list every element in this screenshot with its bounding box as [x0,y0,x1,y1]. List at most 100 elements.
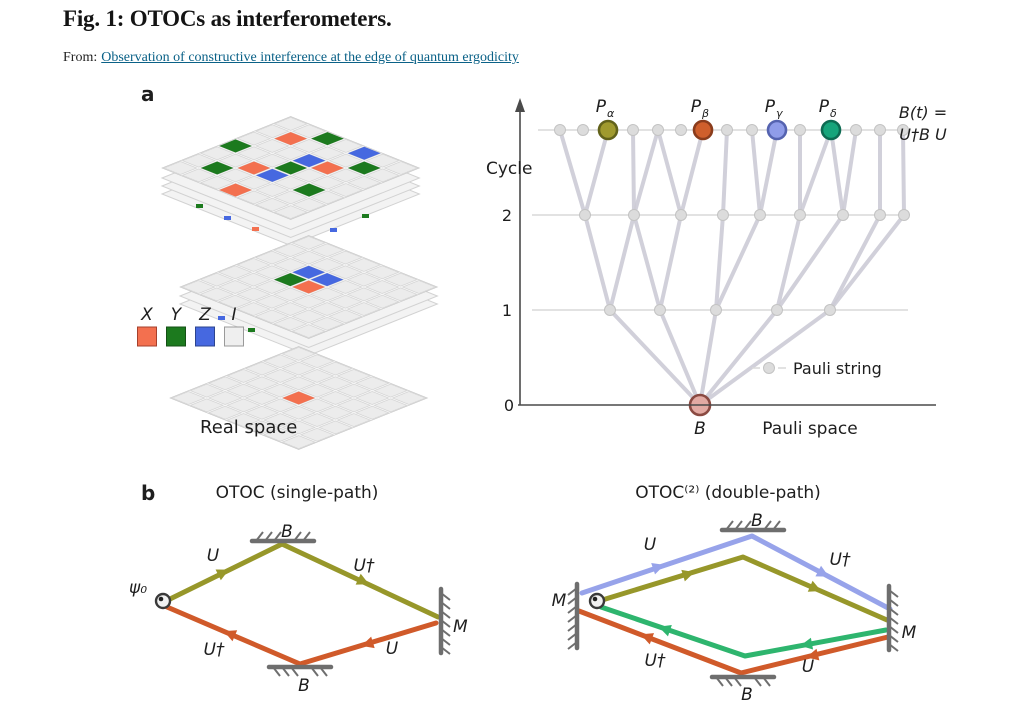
cycle-axis [515,98,936,406]
pauli-space-diagram: Cycle 2 1 0 P α P β P γ P δ B(t) = U†B U… [486,97,947,439]
m-right-label: M [902,623,917,643]
m-label: M [453,617,468,637]
p-delta-node [820,119,842,141]
mirror-b-bottom [269,667,331,676]
pauli-legend: X Y Z I [137,305,244,347]
p-beta-sub: β [701,107,709,120]
pauli-string-edges [558,128,906,407]
forward-path-olive [596,554,890,623]
b-node-label: B [694,419,706,439]
b-top-label: B [751,511,763,531]
p-beta-base: P [691,97,702,117]
stack-edge-mark [330,228,337,232]
u-label: U [207,546,220,566]
b-bottom-label: B [741,685,753,703]
p-delta-base: P [819,97,830,117]
m-left-label: M [552,591,567,611]
p-gamma-sub: γ [776,107,783,120]
legend-x-label: X [140,305,153,325]
initial-state-node [154,592,172,610]
cycle-tick-2: 2 [502,206,512,225]
u-dagger-label: U† [354,556,375,576]
pauli-string-legend-dot [763,362,775,374]
initial-state-dot [592,596,598,602]
figure-title: Fig. 1: OTOCs as interferometers. [63,6,392,31]
lattice-top [161,116,421,220]
u-bottom-label: U [386,639,399,659]
p-alpha-base: P [596,97,607,117]
forward-path-blue [579,533,893,612]
otoc-single-title: OTOC (single-path) [216,483,379,503]
psi0-label: ψ₀ [129,578,147,598]
legend-y-label: Y [171,305,183,325]
pauli-z-tile [310,273,344,287]
panel-b-label: b [141,481,155,505]
pauli-y-tile [200,161,234,175]
pauli-y-tile [274,161,307,175]
bt-equation-line1: B(t) = [899,103,947,122]
pauli-z-tile [256,168,289,182]
cycle-axis-label: Cycle [486,159,532,179]
panel-a-label: a [141,82,155,106]
axis-arrowhead [515,98,525,112]
pauli-y-tile [347,161,381,175]
backward-path-green [598,604,889,659]
initial-state-dot [158,596,164,602]
mirror-m-right [441,589,450,654]
otoc-double-title: OTOC⁽²⁾ (double-path) [635,483,821,503]
forward-path-olive [167,541,441,620]
pauli-string-legend: Pauli string [752,359,882,378]
mirror-m-right [889,586,898,651]
bt-equation-line2: U†B U [899,125,947,144]
p-gamma-base: P [765,97,776,117]
legend-y-swatch [166,326,186,347]
source-line: From:Observation of constructive interfe… [63,50,519,66]
pauli-y-tile [274,273,307,287]
p-beta-node [692,119,714,141]
u-dagger-bottom-label: U† [645,651,666,671]
backward-path-orange [576,608,891,676]
b-bottom-label: B [298,676,310,696]
p-gamma-node [766,119,788,141]
source-article-link[interactable]: Observation of constructive interference… [101,50,519,65]
pauli-string-nodes [554,124,910,316]
lattice-middle [179,235,439,339]
u-dagger-label: U† [830,550,851,570]
pauli-z-tile [292,265,325,279]
cycle-tick-1: 1 [502,301,512,320]
backward-path-orange [164,604,439,667]
pauli-x-tile [292,280,325,294]
u-label: U [644,535,657,555]
pauli-z-tile [292,154,326,168]
stack-edge-mark [224,216,231,220]
u-dagger-bottom-label: U† [204,640,225,660]
legend-i-label: I [231,305,236,325]
pauli-x-tile [282,391,315,405]
stack-edge-mark [196,204,203,208]
real-space-label: Real space [200,417,297,438]
real-space-lattices: X Y Z I Real space [137,116,439,450]
otoc-double-path-diagram: OTOC⁽²⁾ (double-path) U B [552,483,917,703]
pauli-x-tile [237,161,271,175]
cycle-tick-0: 0 [504,396,514,415]
pauli-x-tile [311,161,344,175]
pauli-space-label: Pauli space [762,419,857,439]
pauli-string-label: Pauli string [793,359,882,378]
stack-edge-mark [248,328,255,332]
legend-x-swatch [137,326,157,347]
b-top-label: B [281,522,293,542]
mirror-m-left [568,584,577,649]
p-alpha-sub: α [607,107,615,120]
legend-z-label: Z [198,305,211,325]
lattice-bottom [169,346,429,450]
from-label: From: [63,50,98,65]
stack-edge-mark [252,227,259,231]
initial-state-node [588,592,606,610]
otoc-single-path-diagram: OTOC (single-path) ψ₀ U U† B M U† U B [129,483,468,696]
stack-edge-mark [362,214,369,218]
legend-i-swatch [224,326,244,347]
u-bottom-label: U [802,657,815,677]
p-alpha-node [597,119,619,141]
